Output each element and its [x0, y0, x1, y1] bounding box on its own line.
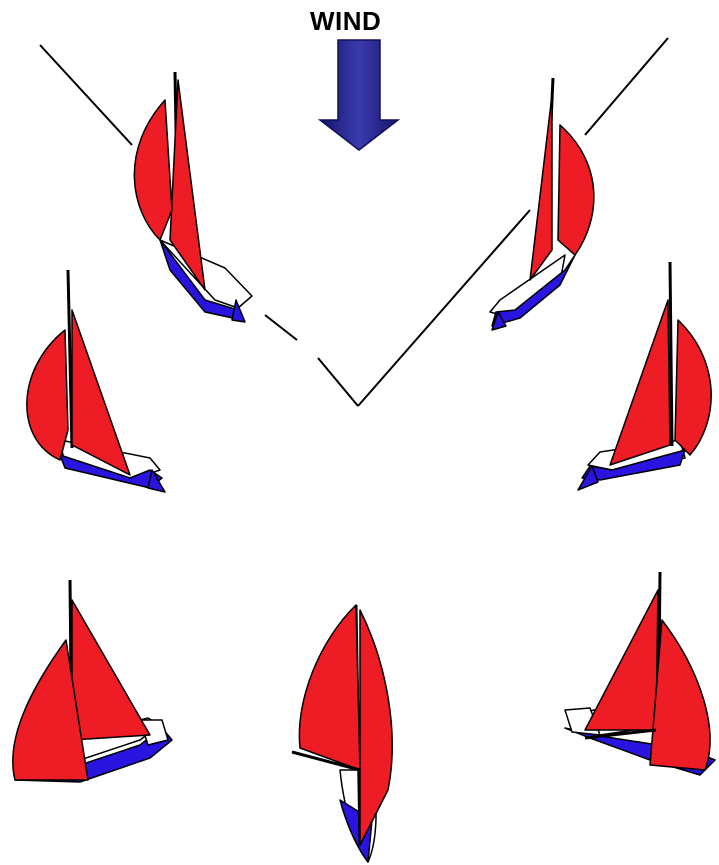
sailboat-close-hauled-left — [134, 72, 252, 322]
sailboat-broad-reach-right — [565, 572, 715, 775]
wind-arrow-icon — [320, 40, 398, 150]
sailboat-reach-left — [27, 270, 165, 492]
sailboat-close-hauled-right — [490, 78, 594, 330]
sailboat-run-center — [292, 605, 392, 862]
sailboat-reach-right — [578, 262, 711, 490]
sailboat-broad-reach-left — [13, 580, 172, 782]
